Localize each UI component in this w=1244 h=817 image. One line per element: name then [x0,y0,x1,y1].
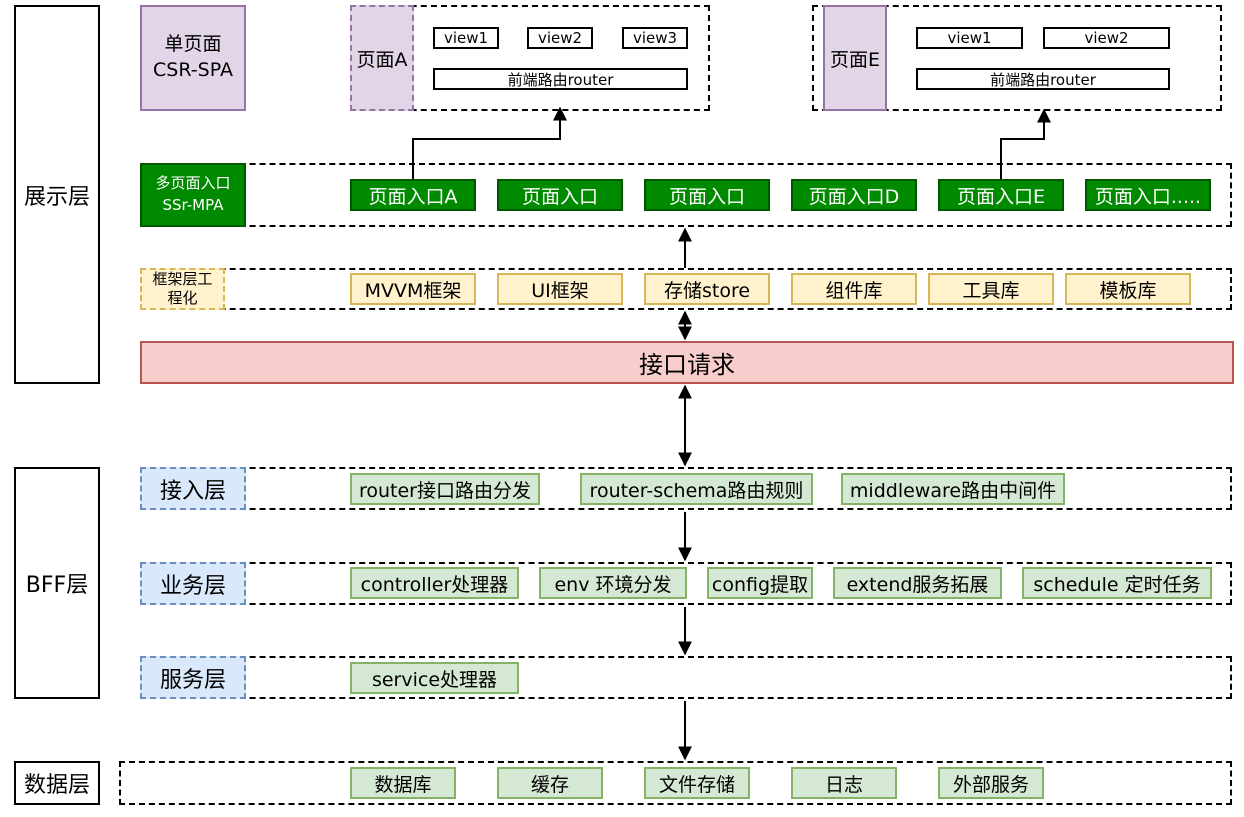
spa-label-line1: 单页面 [164,33,222,56]
business-label-text: 业务层 [159,573,226,599]
business-schedule-text: schedule 定时任务 [1033,573,1201,596]
framework-store: 存储store [644,273,770,305]
data-logs-text: 日志 [824,773,863,796]
data-file-storage-text: 文件存储 [658,773,735,796]
page-e-router: 前端路由router [916,68,1170,90]
presentation-layer-label: 展示层 [14,5,100,384]
framework-components-text: 组件库 [825,279,883,302]
mpa-entry-b-text: 页面入口 [521,185,598,208]
service-row [140,656,1232,699]
framework-label-line2: 程化 [167,289,198,307]
data-external-services: 外部服务 [938,767,1044,799]
page-a-name: 页面A [356,48,408,71]
access-router-text: router接口路由分发 [358,479,531,502]
mpa-entry-d-text: 页面入口D [808,185,900,208]
mpa-label: 多页面入口 SSr-MPA [140,163,246,227]
access-label-text: 接入层 [159,478,226,504]
page-e-name: 页面E [829,48,880,71]
mpa-label-line1: 多页面入口 [155,174,231,193]
data-file-storage: 文件存储 [644,767,750,799]
service-handler: service处理器 [350,662,519,694]
service-label: 服务层 [140,656,246,699]
business-label: 业务层 [140,562,246,605]
business-controller: controller处理器 [350,567,519,599]
page-e-view2-text: view2 [1084,29,1129,47]
data-cache-text: 缓存 [530,773,569,796]
business-extend-text: extend服务拓展 [846,573,989,596]
page-e-view2: view2 [1043,27,1170,49]
access-middleware: middleware路由中间件 [841,473,1065,505]
business-env-text: env 环境分发 [554,573,672,596]
business-config-text: config提取 [711,573,809,596]
page-a-view1: view1 [433,27,499,49]
framework-mvvm-text: MVVM框架 [364,279,462,302]
access-label: 接入层 [140,467,246,510]
data-database-text: 数据库 [374,773,432,796]
business-schedule: schedule 定时任务 [1022,567,1212,599]
service-label-text: 服务层 [159,667,226,693]
page-a-view3-text: view3 [632,29,678,47]
framework-tools: 工具库 [928,273,1054,305]
framework-label: 框架层工 程化 [140,268,225,310]
spa-label-line2: CSR-SPA [153,59,233,81]
framework-ui: UI框架 [497,273,623,305]
data-logs: 日志 [791,767,897,799]
bff-layer-text: BFF层 [25,573,89,598]
framework-templates: 模板库 [1065,273,1191,305]
page-e-label: 页面E [823,5,887,111]
presentation-layer-text: 展示层 [23,184,90,210]
mpa-entry-d: 页面入口D [791,179,917,211]
api-request-bar: 接口请求 [140,341,1234,384]
data-database: 数据库 [350,767,456,799]
framework-components: 组件库 [791,273,917,305]
mpa-entry-b: 页面入口 [497,179,623,211]
framework-templates-text: 模板库 [1099,279,1157,302]
mpa-entry-more-text: 页面入口..... [1094,185,1202,208]
service-handler-text: service处理器 [371,668,498,691]
page-e-view1-text: view1 [947,29,992,47]
framework-mvvm: MVVM框架 [350,273,476,305]
page-a-view2: view2 [527,27,593,49]
page-a-view2-text: view2 [537,29,583,47]
page-a-router-text: 前端路由router [507,70,614,89]
mpa-entry-a: 页面入口A [350,179,476,211]
mpa-entry-e-text: 页面入口E [956,185,1045,208]
data-layer-text: 数据层 [23,773,90,798]
access-middleware-text: middleware路由中间件 [849,479,1057,502]
data-row [119,761,1232,805]
data-layer-label: 数据层 [14,761,100,805]
access-router-schema: router-schema路由规则 [580,473,813,505]
access-router-schema-text: router-schema路由规则 [589,479,804,502]
business-env: env 环境分发 [539,567,687,599]
bff-layer-label: BFF层 [14,467,100,699]
mpa-entry-e: 页面入口E [938,179,1064,211]
framework-label-line1: 框架层工 [152,269,213,288]
framework-store-text: 存储store [663,279,751,302]
mpa-entry-more: 页面入口..... [1085,179,1211,211]
data-cache: 缓存 [497,767,603,799]
page-e-router-text: 前端路由router [990,70,1096,89]
data-external-services-text: 外部服务 [952,773,1029,796]
framework-ui-text: UI框架 [531,279,589,302]
spa-label: 单页面 CSR-SPA [140,5,246,111]
page-e-view1: view1 [916,27,1023,49]
framework-tools-text: 工具库 [962,279,1020,302]
mpa-entry-c-text: 页面入口 [668,185,745,208]
business-controller-text: controller处理器 [360,573,509,596]
page-a-view1-text: view1 [443,29,489,47]
api-request-text: 接口请求 [639,351,735,379]
page-a-router: 前端路由router [433,68,688,90]
business-config: config提取 [707,567,813,599]
page-a-view3: view3 [622,27,688,49]
mpa-entry-a-text: 页面入口A [368,185,458,208]
mpa-entry-c: 页面入口 [644,179,770,211]
access-router: router接口路由分发 [350,473,540,505]
page-a-label: 页面A [350,5,414,111]
mpa-label-line2: SSr-MPA [162,196,224,214]
business-extend: extend服务拓展 [833,567,1002,599]
